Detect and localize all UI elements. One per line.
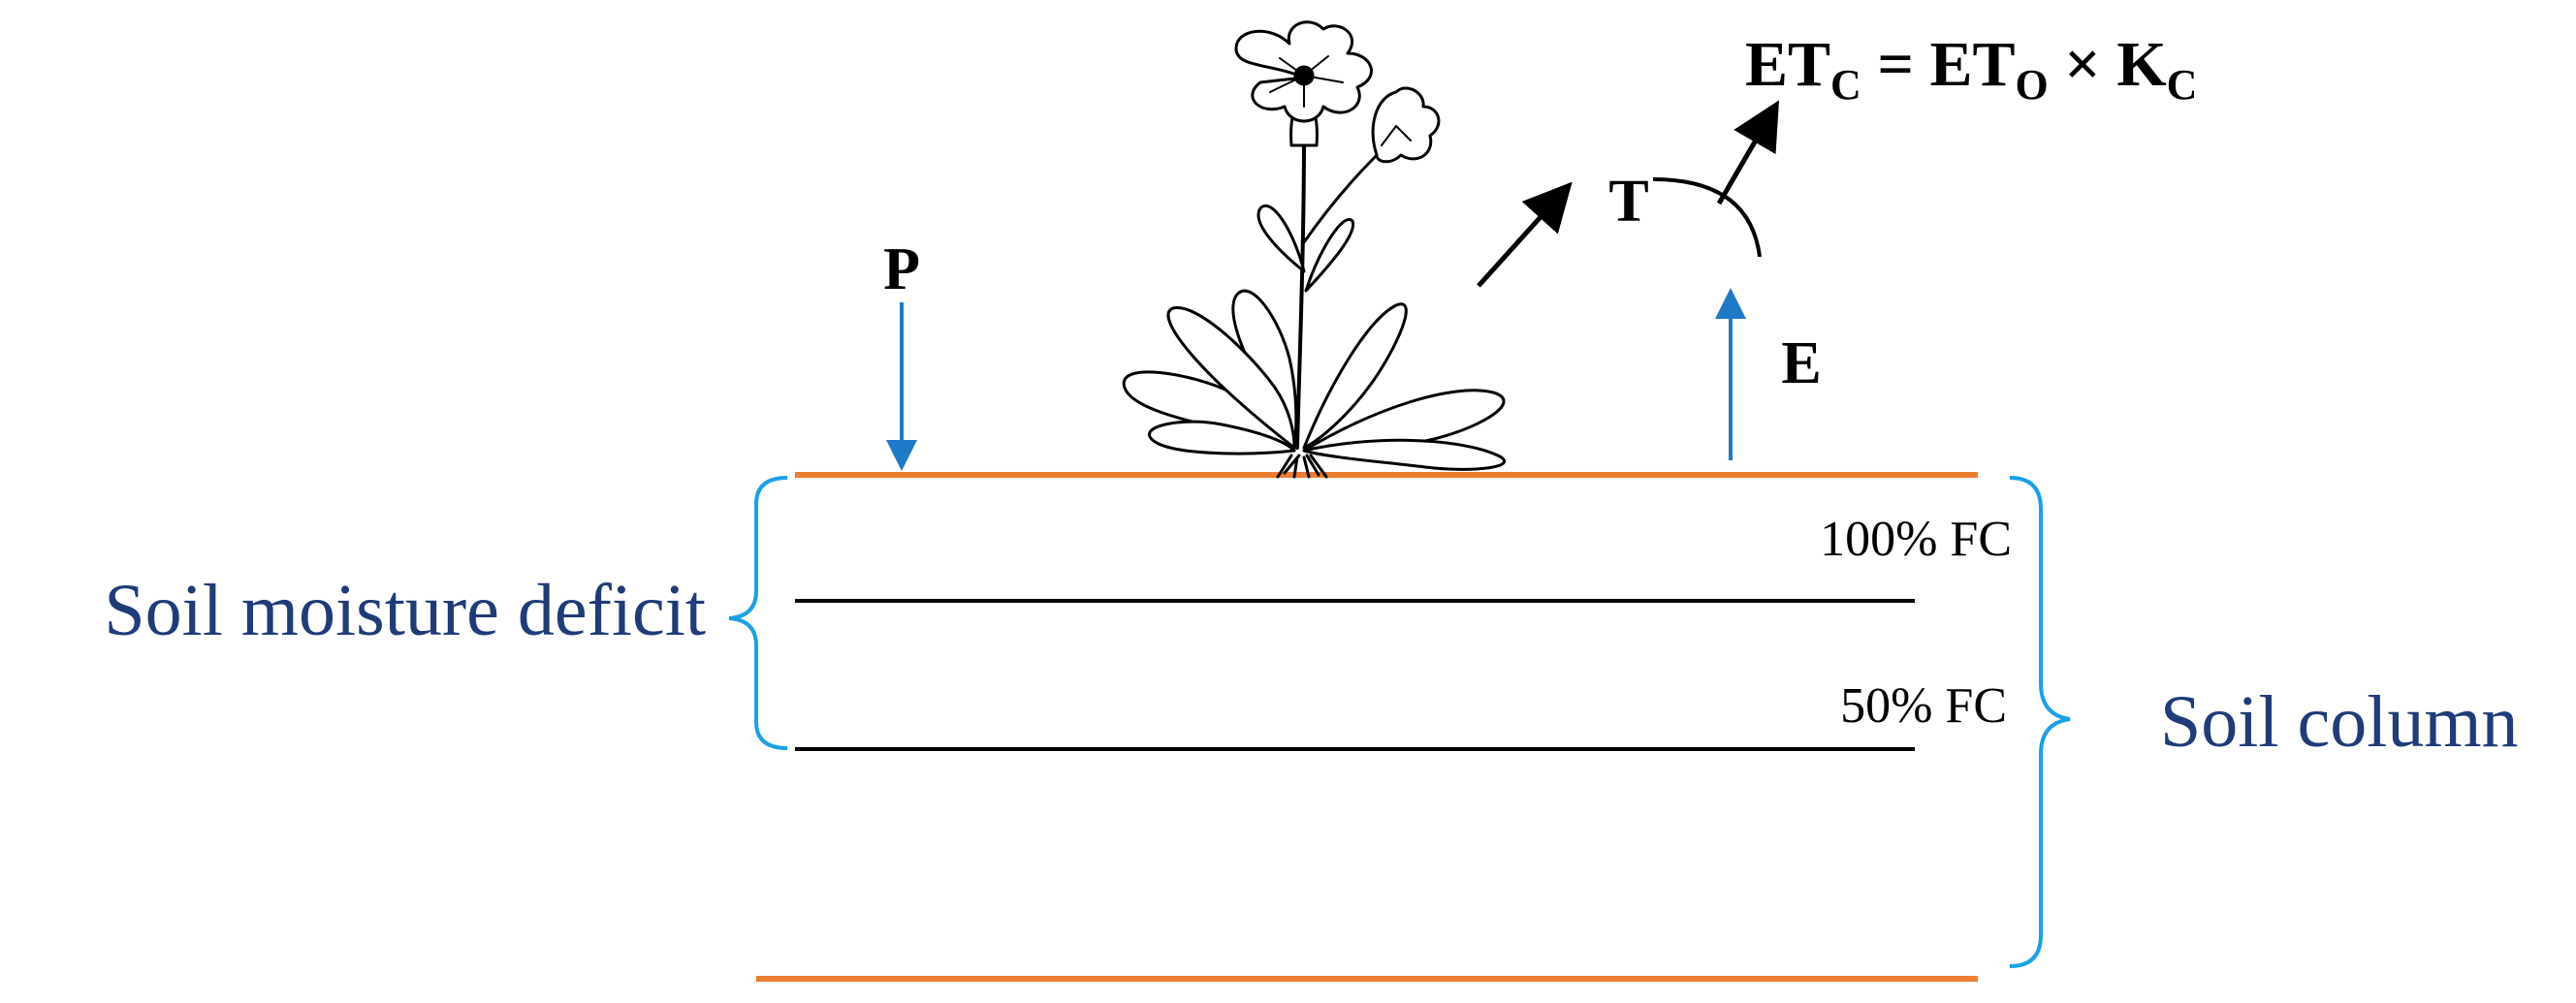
plant-illustration xyxy=(1122,20,1507,479)
eto-symbol: ET xyxy=(1929,29,2015,100)
fc-50-label: 50% FC xyxy=(1840,678,2007,734)
transpiration-label: T xyxy=(1608,169,1648,235)
precipitation-label: P xyxy=(883,236,920,302)
evaporation-label: E xyxy=(1781,330,1821,396)
times-sign: × xyxy=(2049,29,2117,100)
soil-moisture-deficit-bracket xyxy=(728,476,788,750)
kc-symbol: K xyxy=(2116,29,2166,100)
eto-subscript: O xyxy=(2015,61,2048,109)
transpiration-arrow xyxy=(1477,181,1573,288)
kc-subscript: C xyxy=(2167,61,2198,109)
soil-column-bracket xyxy=(2009,476,2071,968)
etc-symbol: ET xyxy=(1745,29,1830,100)
equals-sign: = xyxy=(1861,29,1930,100)
fc-100-label: 100% FC xyxy=(1820,512,2012,567)
combination-arc xyxy=(1652,177,1762,258)
etc-equation: ETC = ETO × KC xyxy=(1745,29,2197,109)
flower-head xyxy=(1234,20,1373,123)
etc-subscript: C xyxy=(1830,61,1861,109)
etc-arrow xyxy=(1716,100,1780,205)
side-flower xyxy=(1371,86,1441,164)
soil-column-label: Soil column xyxy=(2160,681,2518,763)
soil-moisture-deficit-label: Soil moisture deficit xyxy=(104,570,706,651)
